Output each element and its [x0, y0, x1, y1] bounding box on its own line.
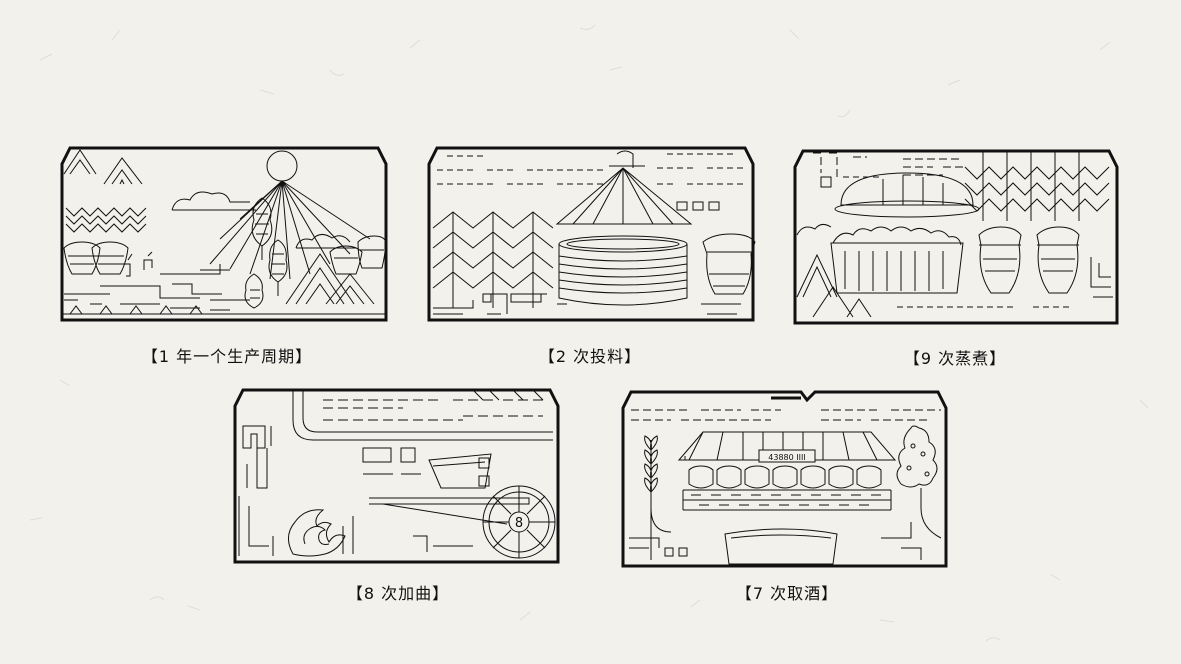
eight-koji-illustration: 8 — [233, 388, 560, 564]
caption-two-feedings: 【2 次投料】 — [538, 347, 642, 366]
caption-eight-koji: 【8 次加曲】 — [346, 584, 450, 603]
nine-steamings-illustration — [793, 149, 1119, 325]
cart-wheel-label: 8 — [515, 516, 523, 531]
seven-takes-illustration: 43880 IIII — [621, 390, 948, 568]
panel-eight-koji: 8 — [233, 386, 560, 564]
panel-seven-takes: 43880 IIII — [621, 388, 948, 568]
panel-nine-steamings — [793, 147, 1119, 325]
caption-production-cycle: 【1 年一个生产周期】 — [141, 347, 313, 366]
two-feedings-illustration — [427, 146, 756, 322]
caption-seven-takes: 【7 次取酒】 — [735, 584, 839, 603]
cellar-sign: 43880 IIII — [768, 453, 805, 462]
production-cycle-illustration — [60, 146, 388, 322]
caption-nine-steamings: 【9 次蒸煮】 — [903, 349, 1007, 368]
panel-production-cycle — [60, 144, 388, 322]
panel-two-feedings — [427, 144, 756, 322]
